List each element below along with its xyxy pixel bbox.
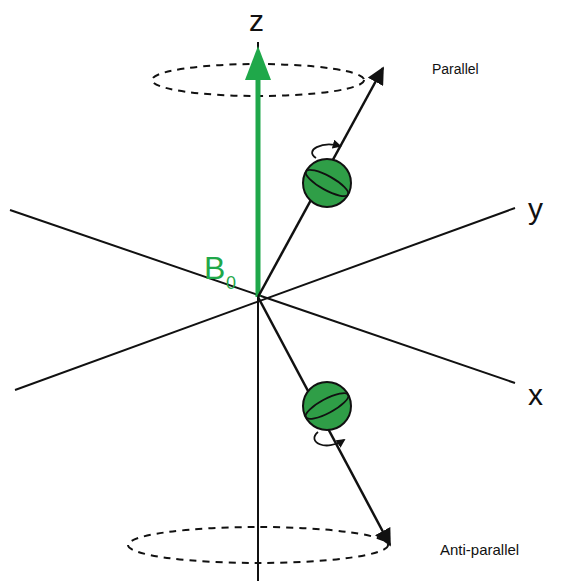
state-label: Parallel	[432, 62, 479, 76]
axis-label: y	[528, 194, 543, 224]
field-arrow	[256, 78, 261, 297]
spin-vector	[258, 297, 390, 545]
spin-vector	[258, 68, 383, 297]
y-axis	[15, 208, 515, 390]
axis-label: z	[249, 6, 264, 36]
precession-ellipse	[128, 527, 388, 563]
axis-label: x	[528, 380, 543, 410]
spin-sphere	[303, 382, 352, 445]
spin-sphere	[303, 145, 352, 207]
z-axis	[257, 42, 259, 581]
state-label: Anti-parallel	[440, 542, 519, 557]
field-symbol: B	[204, 252, 225, 284]
field-subscript: 0	[226, 274, 236, 292]
field-arrowhead	[245, 46, 271, 80]
